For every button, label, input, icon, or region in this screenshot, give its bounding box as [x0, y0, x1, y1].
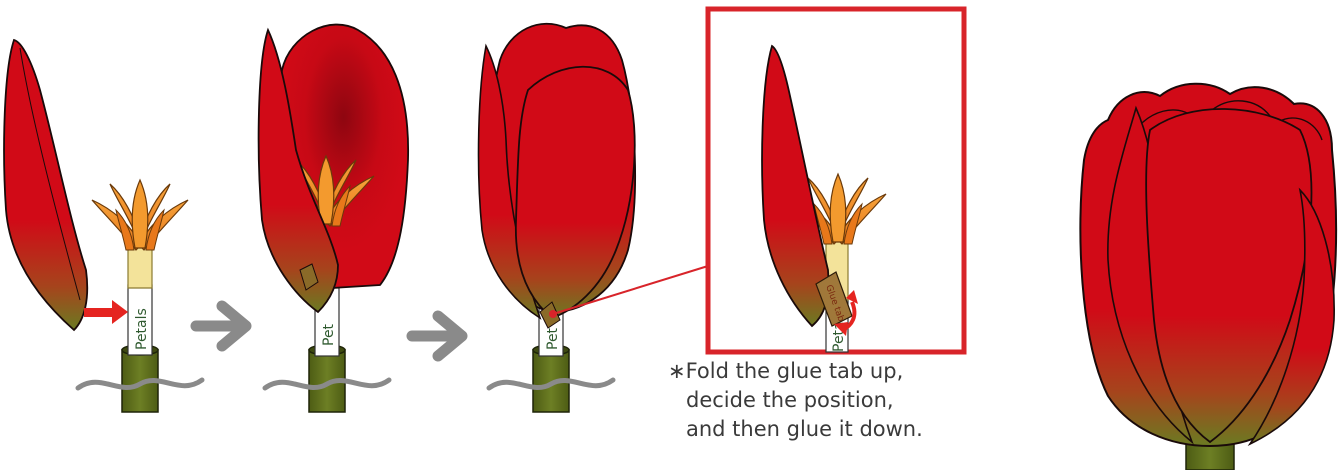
note-line-2: decide the position,	[668, 386, 1028, 415]
detail-view: Petals Glue tab	[708, 9, 964, 352]
glue-sleeve	[128, 245, 152, 288]
stem-label-petals: Pet	[321, 323, 337, 346]
front-petal	[516, 67, 635, 318]
stem-label-petals: Petals	[134, 308, 150, 350]
note-line-1: ∗Fold the glue tab up,	[668, 357, 1028, 386]
right-arrow-icon	[412, 316, 462, 356]
right-arrow-icon	[196, 306, 246, 346]
stamen	[92, 180, 188, 250]
step-2-group: Pet	[259, 25, 409, 412]
step-3-group: Pet	[479, 24, 708, 412]
single-petal	[4, 40, 87, 330]
note-line-3: and then glue it down.	[668, 415, 1028, 444]
finished-tulip	[1080, 84, 1336, 470]
push-arrow-icon	[84, 300, 128, 324]
step-1-group: Petals	[4, 40, 202, 412]
stem-label-petals: Pet	[545, 327, 561, 350]
instruction-note: ∗Fold the glue tab up, decide the positi…	[668, 357, 1028, 444]
